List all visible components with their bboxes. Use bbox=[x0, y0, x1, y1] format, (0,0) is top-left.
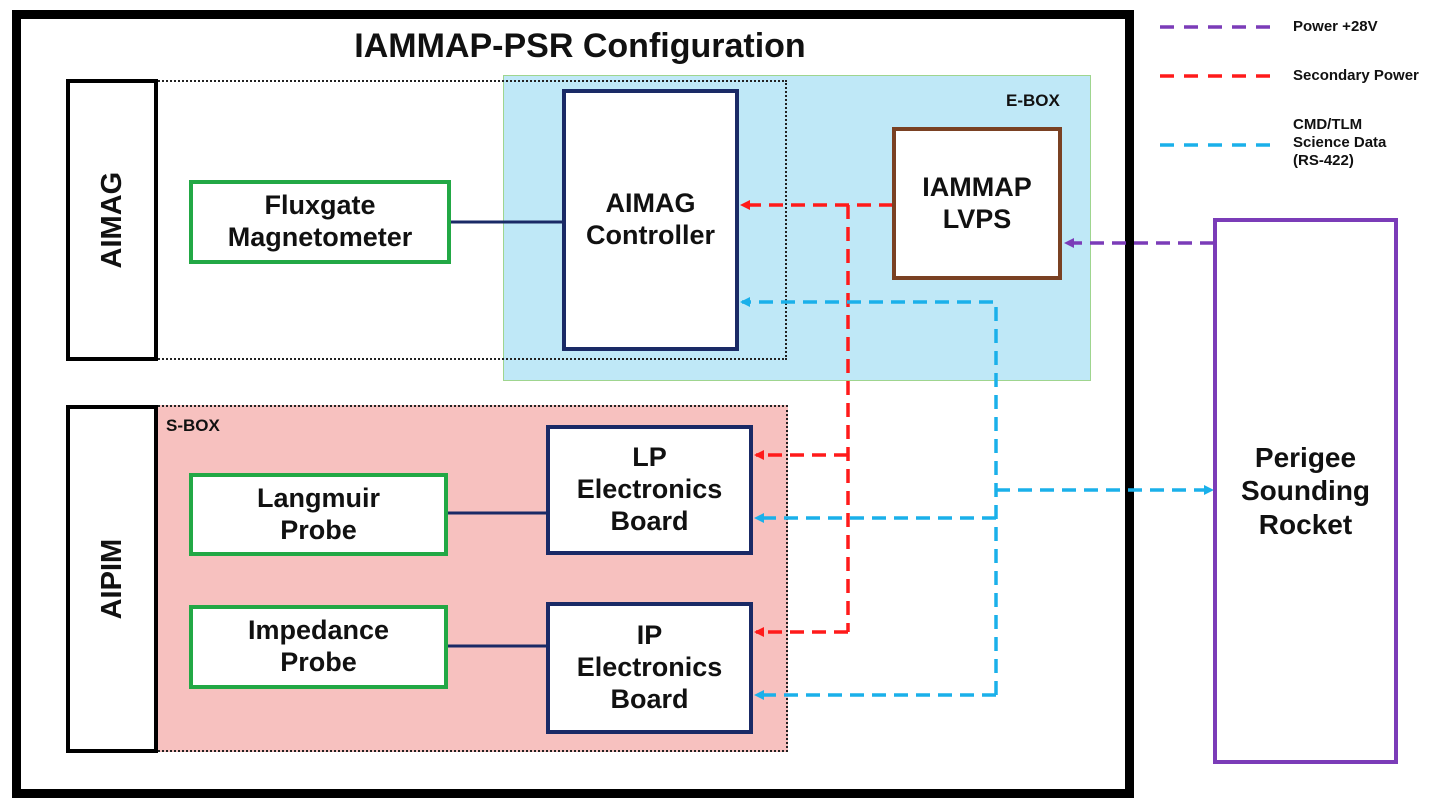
diagram-title: IAMMAP-PSR Configuration bbox=[354, 26, 806, 65]
legend-power-28v: Power +28V bbox=[1293, 18, 1378, 35]
ip-electronics-board: IP Electronics Board bbox=[546, 602, 753, 734]
legend-secondary-power: Secondary Power bbox=[1293, 67, 1419, 84]
fluxgate-magnetometer: Fluxgate Magnetometer bbox=[189, 180, 451, 264]
iammap-lvps: IAMMAP LVPS bbox=[892, 127, 1062, 280]
s-box-label: S-BOX bbox=[166, 416, 220, 435]
aimag-controller: AIMAG Controller bbox=[562, 89, 739, 351]
data-bus-to-controller bbox=[740, 297, 998, 695]
aipim-subsystem-tab: AIPIM bbox=[66, 405, 158, 753]
perigee-sounding-rocket: Perigee Sounding Rocket bbox=[1213, 218, 1398, 764]
langmuir-probe: Langmuir Probe bbox=[189, 473, 448, 556]
e-box-label: E-BOX bbox=[1006, 91, 1060, 110]
legend-data: CMD/TLM Science Data (RS-422) bbox=[1293, 116, 1387, 169]
lp-electronics-board: LP Electronics Board bbox=[546, 425, 753, 555]
aimag-subsystem-tab: AIMAG bbox=[66, 79, 158, 361]
impedance-probe: Impedance Probe bbox=[189, 605, 448, 689]
